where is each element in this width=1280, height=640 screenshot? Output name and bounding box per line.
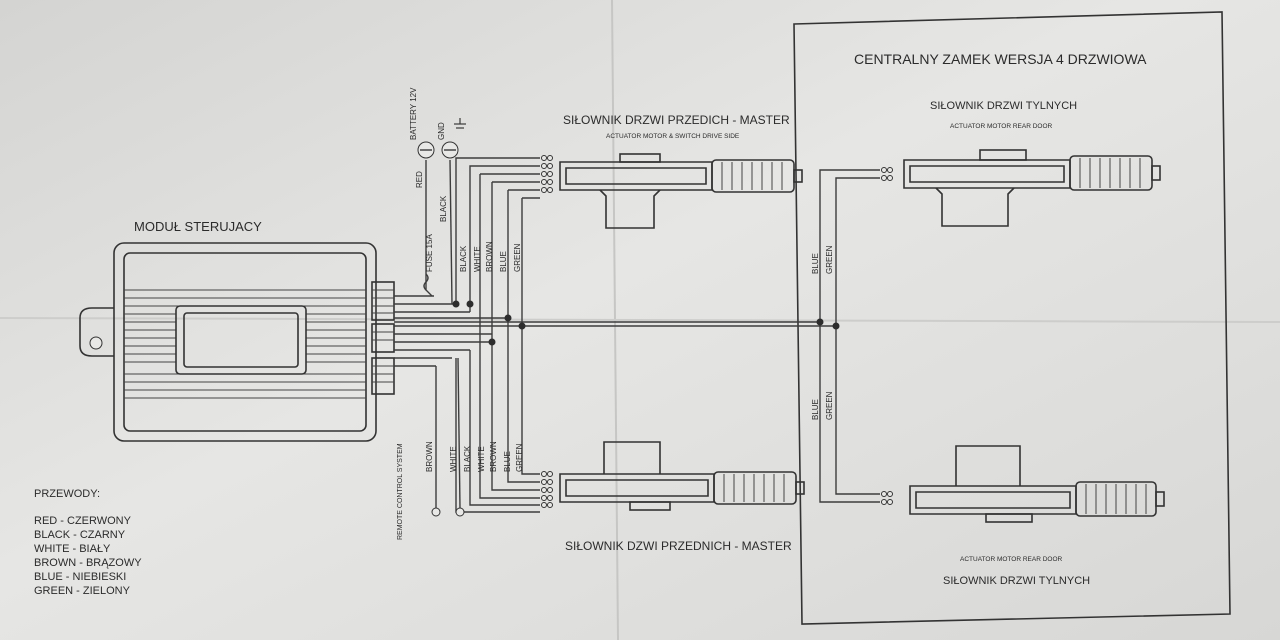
wiring-harness (394, 157, 880, 513)
svg-text:GREEN: GREEN (825, 245, 834, 274)
paper-fold (0, 317, 1280, 323)
battery-terminal-icon (417, 141, 435, 159)
battery-label: BATTERY 12V (409, 87, 418, 140)
legend-item: GREEN - ZIELONY (34, 585, 131, 597)
svg-text:BLACK: BLACK (459, 245, 468, 272)
module-label: MODUŁ STERUJACY (134, 219, 262, 234)
legend-item: BROWN - BRĄZOWY (34, 557, 142, 569)
wire-color-legend: PRZEWODY: RED - CZERWONY BLACK - CZARNY … (34, 488, 142, 597)
top-wire-labels: BLACK WHITE BROWN BLUE GREEN (459, 241, 522, 272)
legend-item: RED - CZERWONY (34, 515, 132, 527)
red-wire-label: RED (415, 171, 424, 188)
remote-wire-terminal-icon (431, 507, 465, 517)
junction-dots (452, 300, 840, 346)
actuator-front-top (559, 153, 803, 229)
svg-text:BLUE: BLUE (811, 253, 820, 274)
svg-text:WHITE: WHITE (477, 446, 486, 472)
svg-text:GREEN: GREEN (515, 443, 524, 472)
actuator-rear-bottom (909, 445, 1165, 523)
control-module (79, 242, 395, 442)
black-wire-label: BLACK (439, 195, 448, 222)
actuator-front-bottom (559, 441, 805, 511)
svg-text:GREEN: GREEN (513, 243, 522, 272)
svg-text:GREEN: GREEN (825, 391, 834, 420)
svg-text:BLUE: BLUE (503, 451, 512, 472)
remote-control-label: REMOTE CONTROL SYSTEM (397, 443, 404, 540)
rear-wire-labels: BLUE GREEN BLUE GREEN (811, 245, 834, 420)
legend-item: WHITE - BIAŁY (34, 543, 111, 555)
svg-text:BROWN: BROWN (425, 441, 434, 472)
legend-title: PRZEWODY: (34, 488, 100, 500)
actuator-rear-bottom-sublabel: ACTUATOR MOTOR REAR DOOR (960, 556, 1063, 563)
actuator-front-top-label: SIŁOWNIK DRZWI PRZEDICH - MASTER (563, 113, 790, 127)
svg-text:BROWN: BROWN (485, 241, 494, 272)
actuator-front-top-sublabel: ACTUATOR MOTOR & SWITCH DRIVE SIDE (606, 133, 740, 140)
actuator-front-bottom-label: SIŁOWNIK DZWI PRZEDNICH - MASTER (565, 539, 792, 553)
svg-text:BLUE: BLUE (811, 399, 820, 420)
legend-item: BLUE - NIEBIESKI (34, 571, 126, 583)
actuator-rear-bottom-label: SIŁOWNIK DRZWI TYLNYCH (943, 575, 1090, 587)
bottom-wire-labels: BROWN WHITE BLACK WHITE BROWN BLUE GREEN (425, 441, 524, 472)
rear-section-frame (793, 11, 1231, 625)
legend-item: BLACK - CZARNY (34, 529, 126, 541)
actuator-rear-top (903, 149, 1161, 227)
fuse-label: FUSE 15A (425, 234, 434, 272)
gnd-label: GND (437, 122, 446, 140)
svg-text:BLUE: BLUE (499, 251, 508, 272)
svg-text:WHITE: WHITE (449, 446, 458, 472)
svg-text:WHITE: WHITE (473, 246, 482, 272)
actuator-rear-top-sublabel: ACTUATOR MOTOR REAR DOOR (950, 123, 1053, 130)
actuator-rear-top-label: SIŁOWNIK DRZWI TYLNYCH (930, 100, 1077, 112)
terminal-dots (541, 155, 893, 508)
fuse-icon (423, 273, 429, 291)
title: CENTRALNY ZAMEK WERSJA 4 DRZWIOWA (854, 51, 1147, 67)
svg-text:BROWN: BROWN (489, 441, 498, 472)
svg-text:BLACK: BLACK (463, 445, 472, 472)
ground-terminal-icon (441, 118, 466, 159)
